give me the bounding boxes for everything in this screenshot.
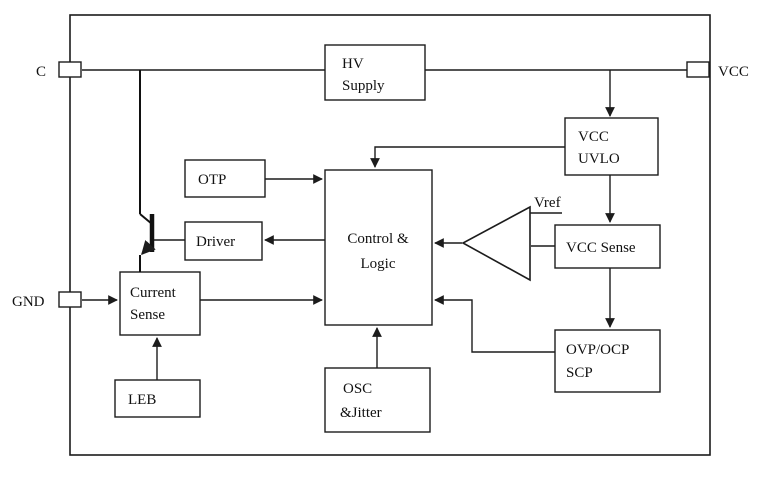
label-control-logic-line1: Control & (347, 231, 409, 247)
label-hv-supply-line2: Supply (342, 78, 385, 94)
label-ovp-ocp: OVP/OCP (566, 342, 629, 358)
label-leb: LEB (128, 392, 156, 408)
comparator-triangle (461, 205, 531, 282)
label-hv-supply-line1: HV (342, 56, 364, 72)
pin-label-vcc: VCC (718, 64, 749, 80)
label-control-logic-line2: Logic (361, 256, 396, 272)
label-driver: Driver (196, 234, 235, 250)
block-leb (114, 379, 201, 418)
block-ovp-ocp-scp (554, 329, 661, 393)
label-vref: Vref (534, 195, 561, 211)
label-vcc-uvlo-line2: UVLO (578, 151, 620, 167)
pin-label-c: C (36, 64, 46, 80)
pin-pad-c (58, 61, 82, 78)
wire-uvlo-to-control (370, 146, 565, 168)
block-vcc-uvlo (564, 117, 659, 176)
label-osc-line1: OSC (343, 381, 372, 397)
label-scp: SCP (566, 365, 593, 381)
block-driver (184, 221, 263, 261)
block-osc-jitter (324, 367, 431, 433)
pin-pad-gnd (58, 291, 82, 308)
label-vcc-sense: VCC Sense (566, 240, 636, 256)
label-osc-line2: &Jitter (340, 405, 382, 421)
wire-ovp-to-control (434, 295, 555, 353)
label-current-sense-line2: Sense (130, 307, 165, 323)
transistor-emitter-arrow (141, 239, 156, 256)
label-otp: OTP (198, 172, 226, 188)
block-hv-supply (324, 44, 426, 101)
label-vcc-uvlo-line1: VCC (578, 129, 609, 145)
pin-pad-vcc (686, 61, 710, 78)
pin-label-gnd: GND (12, 294, 45, 310)
block-control-logic (324, 169, 433, 326)
label-current-sense-line1: Current (130, 285, 177, 301)
block-current-sense (119, 271, 201, 336)
